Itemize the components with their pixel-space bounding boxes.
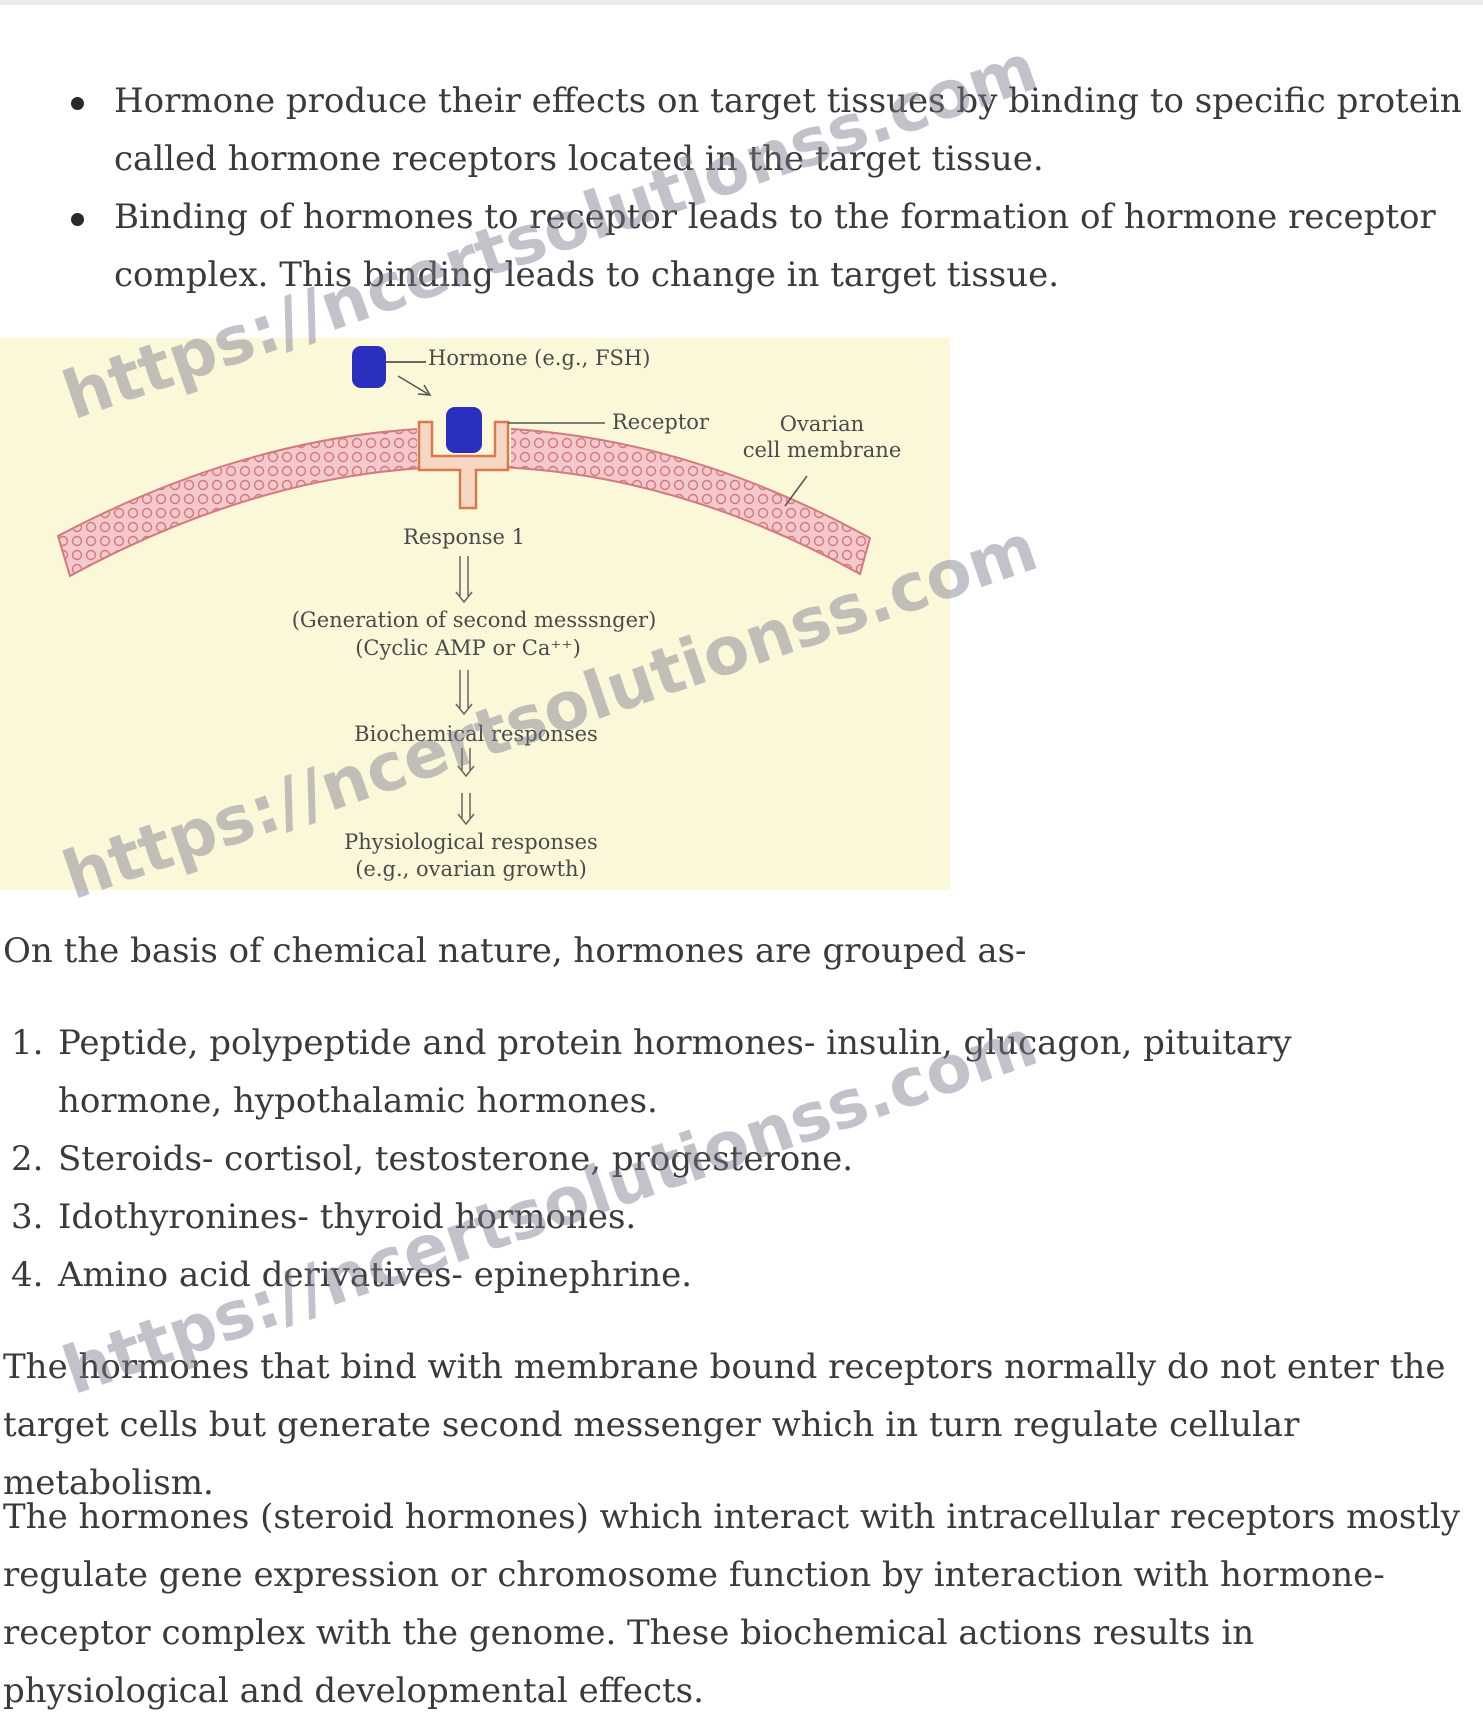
second-messenger-label: (Generation of second messsnger) — [291, 608, 657, 632]
chemical-nature-intro: On the basis of chemical nature, hormone… — [3, 931, 1027, 971]
list-number: 4. — [11, 1255, 44, 1295]
list-item: 3. Idothyronines- thyroid hormones. — [0, 1188, 1438, 1246]
list-number: 1. — [11, 1023, 44, 1063]
list-number: 3. — [11, 1197, 44, 1237]
steroid-hormone-paragraph: The hormones (steroid hormones) which in… — [3, 1497, 1461, 1711]
ovarian-growth-label: (e.g., ovarian growth) — [355, 857, 587, 881]
bullet-text: Binding of hormones to receptor leads to… — [114, 197, 1436, 295]
bullet-list: Hormone produce their effects on target … — [0, 72, 1483, 304]
hormone-action-diagram: Hormone (e.g., FSH) Receptor Ovarian cel… — [0, 338, 950, 890]
list-item: 4. Amino acid derivatives- epinephrine. — [0, 1246, 1438, 1304]
list-item: 2. Steroids- cortisol, testosterone, prog… — [0, 1130, 1438, 1188]
membrane-label-line1: Ovarian — [779, 412, 865, 436]
flow-arrows — [455, 556, 475, 826]
bullet-item: Binding of hormones to receptor leads to… — [0, 188, 1483, 304]
diagram-graphics — [56, 346, 872, 826]
bullet-text: Hormone produce their effects on target … — [114, 81, 1462, 179]
physiological-responses-label: Physiological responses — [344, 830, 598, 854]
cyclic-amp-label: (Cyclic AMP or Ca⁺⁺) — [355, 636, 581, 660]
list-item: 1. Peptide, polypeptide and protein hormo… — [0, 1014, 1438, 1130]
bound-hormone — [446, 407, 482, 453]
list-number: 2. — [11, 1139, 44, 1179]
response-1-label: Response 1 — [403, 525, 525, 549]
list-item-text: Steroids- cortisol, testosterone, proges… — [58, 1139, 853, 1179]
bullet-dot-icon — [71, 97, 84, 110]
free-hormone — [352, 346, 386, 388]
bullet-item: Hormone produce their effects on target … — [0, 72, 1483, 188]
receptor-label: Receptor — [612, 410, 709, 434]
membrane-receptor-paragraph: The hormones that bind with membrane bou… — [3, 1347, 1446, 1503]
membrane-label-line2: cell membrane — [742, 438, 902, 462]
list-item-text: Amino acid derivatives- epinephrine. — [58, 1255, 693, 1295]
receptor-shape — [417, 420, 510, 510]
bullet-dot-icon — [71, 213, 84, 226]
list-item-text: Idothyronines- thyroid hormones. — [58, 1197, 637, 1237]
hormone-label: Hormone (e.g., FSH) — [428, 346, 651, 370]
biochemical-responses-label: Biochemical responses — [354, 722, 598, 746]
hormone-types-list: 1. Peptide, polypeptide and protein hormo… — [0, 1014, 1483, 1304]
list-item-text: Peptide, polypeptide and protein hormone… — [58, 1023, 1292, 1121]
top-divider — [0, 0, 1483, 5]
